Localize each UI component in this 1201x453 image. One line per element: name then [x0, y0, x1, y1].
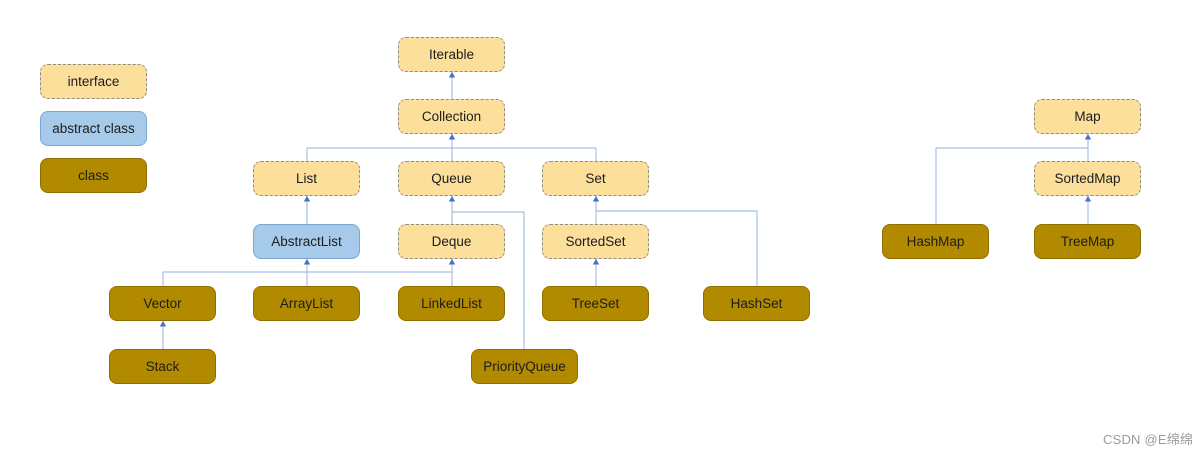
- node-arraylist: ArrayList: [253, 286, 360, 321]
- node-list: List: [253, 161, 360, 196]
- node-treemap: TreeMap: [1034, 224, 1141, 259]
- arrowhead-icon: [159, 321, 167, 327]
- node-treeset: TreeSet: [542, 286, 649, 321]
- node-collection: Collection: [398, 99, 505, 134]
- arrowhead-icon: [1084, 134, 1092, 140]
- node-abstractlist: AbstractList: [253, 224, 360, 259]
- arrowhead-icon: [592, 259, 600, 265]
- legend-interface: interface: [40, 64, 147, 99]
- node-stack: Stack: [109, 349, 216, 384]
- arrowhead-icon: [1084, 196, 1092, 202]
- node-linkedlist: LinkedList: [398, 286, 505, 321]
- arrowhead-icon: [448, 259, 456, 265]
- arrowhead-icon: [592, 196, 600, 202]
- connector-line: [452, 211, 525, 349]
- node-set: Set: [542, 161, 649, 196]
- arrowhead-icon: [303, 259, 311, 265]
- node-iterable: Iterable: [398, 37, 505, 72]
- node-priorityqueue: PriorityQueue: [471, 349, 578, 384]
- arrowhead-icon: [448, 134, 456, 140]
- node-deque: Deque: [398, 224, 505, 259]
- node-map: Map: [1034, 99, 1141, 134]
- node-queue: Queue: [398, 161, 505, 196]
- node-sortedset: SortedSet: [542, 224, 649, 259]
- connector-line: [596, 210, 758, 286]
- legend-abstract-class: abstract class: [40, 111, 147, 146]
- node-hashset: HashSet: [703, 286, 810, 321]
- legend-class: class: [40, 158, 147, 193]
- arrowhead-icon: [448, 72, 456, 78]
- node-hashmap: HashMap: [882, 224, 989, 259]
- arrowhead-icon: [303, 196, 311, 202]
- node-sortedmap: SortedMap: [1034, 161, 1141, 196]
- node-vector: Vector: [109, 286, 216, 321]
- arrowhead-icon: [448, 196, 456, 202]
- watermark: CSDN @E绵绵: [1103, 432, 1194, 447]
